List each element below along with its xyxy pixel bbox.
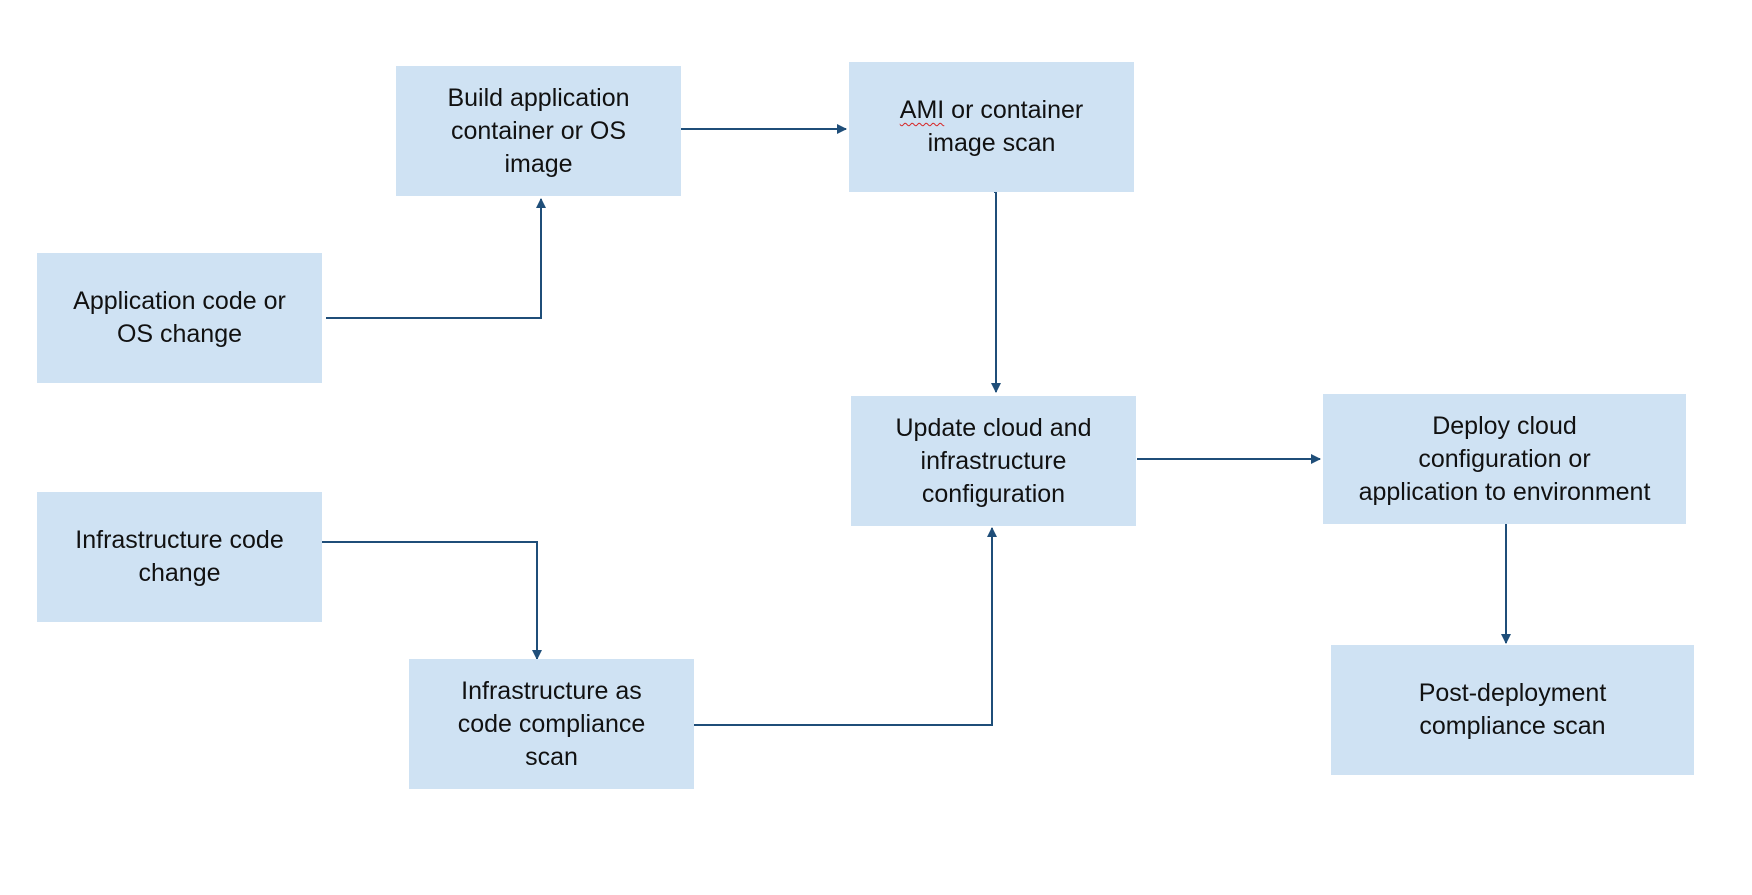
deploy-label: Deploy cloud configuration or applicatio… [1358, 411, 1651, 506]
post-scan-label: Post-deployment compliance scan [1418, 679, 1607, 740]
update-config-node: Update cloud and infrastructure configur… [851, 396, 1136, 526]
app-change-node: Application code or OS change [37, 253, 322, 383]
image-scan-label: AMI or container image scan [900, 94, 1083, 160]
spellcheck-flagged-word: AMI [899, 96, 945, 124]
infra-change-node: Infrastructure code change [37, 492, 322, 622]
edge-iac-scan-to-update-config [694, 527, 997, 726]
edge-app-change-to-build-image [326, 198, 546, 319]
deploy-node: Deploy cloud configuration or applicatio… [1323, 394, 1686, 524]
update-config-label: Update cloud and infrastructure configur… [895, 413, 1092, 508]
iac-scan-node: Infrastructure as code compliance scan [409, 659, 694, 789]
post-scan-node: Post-deployment compliance scan [1331, 645, 1694, 775]
edge-infra-change-to-iac-scan [322, 541, 542, 660]
image-scan-label-rest: or container image scan [927, 96, 1084, 157]
infra-change-label: Infrastructure code change [75, 526, 284, 587]
app-change-label: Application code or OS change [73, 287, 286, 348]
build-image-label: Build application container or OS image [447, 83, 630, 178]
build-image-node: Build application container or OS image [396, 66, 681, 196]
image-scan-node: AMI or container image scan [849, 62, 1134, 192]
edge-image-scan-to-update-config [991, 191, 1001, 393]
iac-scan-label: Infrastructure as code compliance scan [457, 676, 646, 771]
